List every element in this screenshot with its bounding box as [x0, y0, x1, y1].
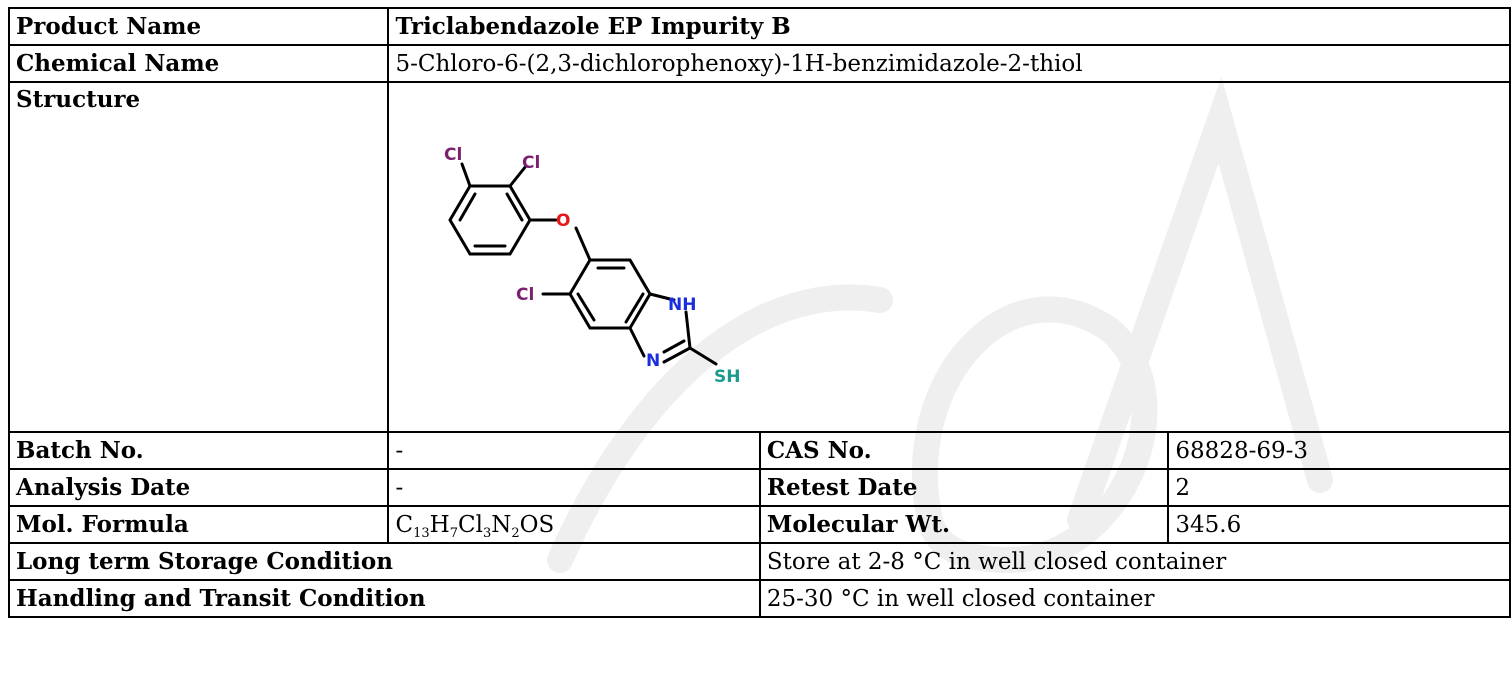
retest-date-label: Retest Date — [758, 468, 1170, 507]
molecular-wt-label: Molecular Wt. — [758, 505, 1170, 544]
row-batch-cas: Batch No. - CAS No. 68828-69-3 — [7, 431, 1511, 470]
retest-date-value: 2 — [1167, 468, 1511, 507]
structure-diagram: Cl Cl O Cl NH N SH — [444, 145, 740, 387]
structure-cell: Cl Cl O Cl NH N SH — [387, 81, 1511, 433]
long-term-storage-label: Long term Storage Condition — [8, 542, 761, 581]
coa-table: Product Name Triclabendazole EP Impurity… — [7, 7, 1511, 618]
molecular-wt-value: 345.6 — [1167, 505, 1511, 544]
batch-no-label: Batch No. — [7, 431, 390, 470]
row-product-name: Product Name Triclabendazole EP Impurity… — [7, 7, 1511, 46]
atom-o: O — [556, 211, 570, 231]
atom-nh: NH — [668, 295, 696, 315]
product-name-label: Product Name — [7, 7, 390, 46]
handling-transit-label: Handling and Transit Condition — [8, 579, 761, 618]
row-chemical-name: Chemical Name 5-Chloro-6-(2,3-dichloroph… — [7, 44, 1511, 83]
product-name-value: Triclabendazole EP Impurity B — [387, 7, 1511, 46]
analysis-date-label: Analysis Date — [7, 468, 390, 507]
mol-formula-label: Mol. Formula — [7, 505, 390, 544]
long-term-storage-value: Store at 2-8 °C in well closed container — [758, 542, 1511, 581]
row-long-term-storage: Long term Storage Condition Store at 2-8… — [8, 542, 1511, 581]
atom-n: N — [646, 351, 660, 371]
analysis-date-value: - — [387, 468, 761, 507]
atom-cl-2: Cl — [522, 153, 540, 173]
chemical-name-label: Chemical Name — [7, 44, 390, 83]
batch-no-value: - — [387, 431, 761, 470]
cas-no-value: 68828-69-3 — [1167, 431, 1511, 470]
handling-transit-value: 25-30 °C in well closed container — [758, 579, 1511, 618]
chemical-name-value: 5-Chloro-6-(2,3-dichlorophenoxy)-1H-benz… — [387, 44, 1511, 83]
row-handling-transit: Handling and Transit Condition 25-30 °C … — [8, 579, 1511, 618]
mol-formula-value: C13H7Cl3N2OS — [387, 505, 761, 544]
atom-sh: SH — [714, 367, 740, 387]
atom-cl-1: Cl — [444, 145, 462, 165]
structure-label: Structure — [7, 81, 390, 433]
row-formula-weight: Mol. Formula C13H7Cl3N2OS Molecular Wt. … — [7, 505, 1511, 544]
atom-cl-3: Cl — [516, 285, 534, 305]
row-structure: Structure — [7, 81, 1511, 433]
row-dates: Analysis Date - Retest Date 2 — [7, 468, 1511, 507]
cas-no-label: CAS No. — [758, 431, 1170, 470]
